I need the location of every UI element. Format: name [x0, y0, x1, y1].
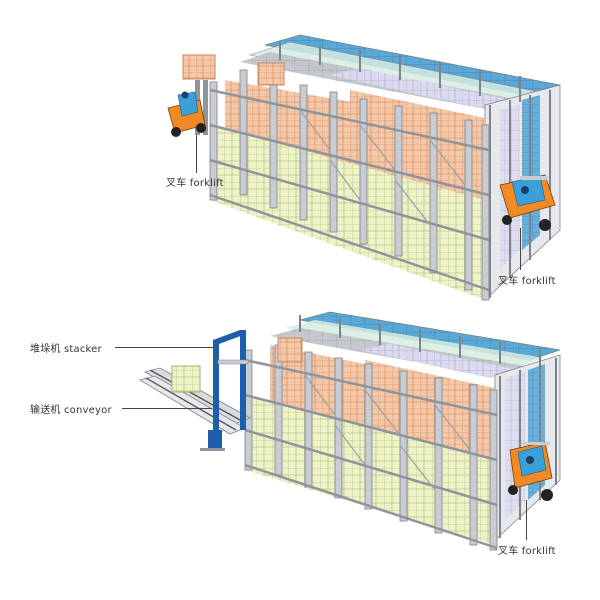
rack-frame [244, 344, 498, 551]
conveyor-pallet [171, 365, 201, 393]
bottom-rack-diagram: 堆垛机 stacker 输送机 conveyor 叉车 forklift [0, 300, 600, 600]
rack-front-face [210, 80, 485, 300]
forklift-left-label: 叉车 forklift [166, 178, 224, 189]
rack-beams [244, 358, 498, 550]
forklift-left-icon [167, 80, 208, 137]
top-rack-diagram: 叉车 forklift 叉车 forklift [166, 34, 561, 301]
rack-braces [299, 109, 466, 226]
forklift-right-leader-line [520, 228, 521, 270]
forklift-bottom-icon [508, 441, 553, 501]
conveyor-icon [138, 365, 251, 435]
stacker-icon [200, 330, 249, 451]
top-rack-illustration [167, 34, 561, 301]
lifted-pallet-left [182, 54, 285, 86]
forklift-bottom-label: 叉车 forklift [498, 546, 556, 557]
rack-top-surface [270, 311, 561, 378]
rack-braces [304, 374, 471, 491]
rack-beams [209, 88, 490, 292]
forklift-right-icon [499, 174, 556, 231]
rack-top-surface [240, 34, 561, 110]
stacker-leader-line [115, 347, 213, 348]
top-pallet [277, 337, 303, 363]
forklift-bottom-leader-line [526, 500, 527, 540]
bottom-rack-illustration [138, 311, 561, 551]
stacker-label: 堆垛机 stacker [30, 344, 102, 355]
conveyor-leader-line [122, 408, 212, 409]
forklift-left-leader-line [196, 135, 197, 173]
forklift-right-label: 叉车 forklift [498, 276, 556, 287]
rack-top-posts [299, 315, 541, 370]
rack-top-posts [279, 42, 521, 102]
conveyor-label: 输送机 conveyor [30, 405, 112, 416]
